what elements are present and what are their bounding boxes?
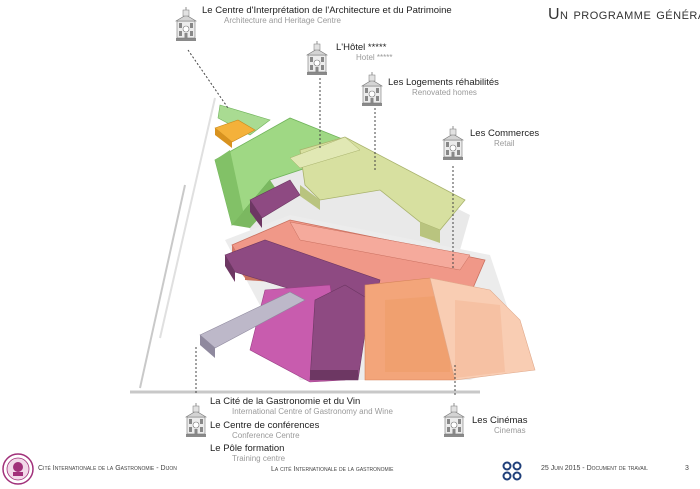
domed-building-icon	[175, 6, 197, 42]
footer-organisation: Cité Internationale de la Gastronomie - …	[38, 465, 177, 472]
label-cinemas-en: Cinemas	[494, 426, 526, 435]
label-commerces-en: Retail	[494, 139, 515, 148]
page-number: 3	[685, 465, 689, 472]
label-formation-fr: Le Pôle formation	[210, 443, 285, 454]
label-commerces-fr: Les Commerces	[470, 128, 540, 139]
domed-building-icon	[361, 71, 383, 107]
label-cite-fr: La Cité de la Gastronomie et du Vin	[210, 396, 361, 407]
cite-gastronomie-seal-icon	[2, 453, 34, 485]
label-commerces: Les Commerces Retail	[470, 128, 539, 148]
label-cinemas-fr: Les Cinémas	[472, 415, 528, 426]
label-interpretation-fr: Le Centre d'Interprétation de l'Architec…	[202, 5, 452, 16]
label-formation-en: Training centre	[232, 454, 286, 463]
quad-circle-logo-icon	[502, 461, 522, 481]
label-hotel: L'Hôtel ***** Hotel *****	[336, 42, 392, 62]
footer-center: La cité Internationale de la gastronomie	[271, 466, 394, 473]
label-logements-en: Renovated homes	[412, 88, 477, 97]
label-hotel-fr: L'Hôtel *****	[336, 42, 387, 53]
label-hotel-en: Hotel *****	[356, 53, 393, 62]
label-conferences-fr: Le Centre de conférences	[210, 420, 320, 431]
domed-building-icon	[443, 401, 465, 439]
label-cinemas: Les Cinémas Cinemas	[472, 415, 527, 435]
domed-building-icon	[185, 401, 207, 439]
label-interpretation: Le Centre d'Interprétation de l'Architec…	[202, 5, 452, 25]
label-formation: Le Pôle formation Training centre	[210, 443, 285, 463]
label-cite-en: International Centre of Gastronomy and W…	[232, 407, 393, 416]
label-cite: La Cité de la Gastronomie et du Vin Inte…	[210, 396, 393, 416]
label-conferences: Le Centre de conférences Conference Cent…	[210, 420, 319, 440]
label-interpretation-en: Architecture and Heritage Centre	[224, 16, 341, 25]
label-logements-fr: Les Logements réhabilités	[388, 77, 499, 88]
domed-building-icon	[442, 124, 464, 162]
page-title: Un programme général	[548, 6, 700, 23]
label-conferences-en: Conference Centre	[232, 431, 300, 440]
label-logements: Les Logements réhabilités Renovated home…	[388, 77, 499, 97]
domed-building-icon	[306, 40, 328, 76]
footer-date: 25 Juin 2015 - Document de travail	[541, 465, 648, 472]
